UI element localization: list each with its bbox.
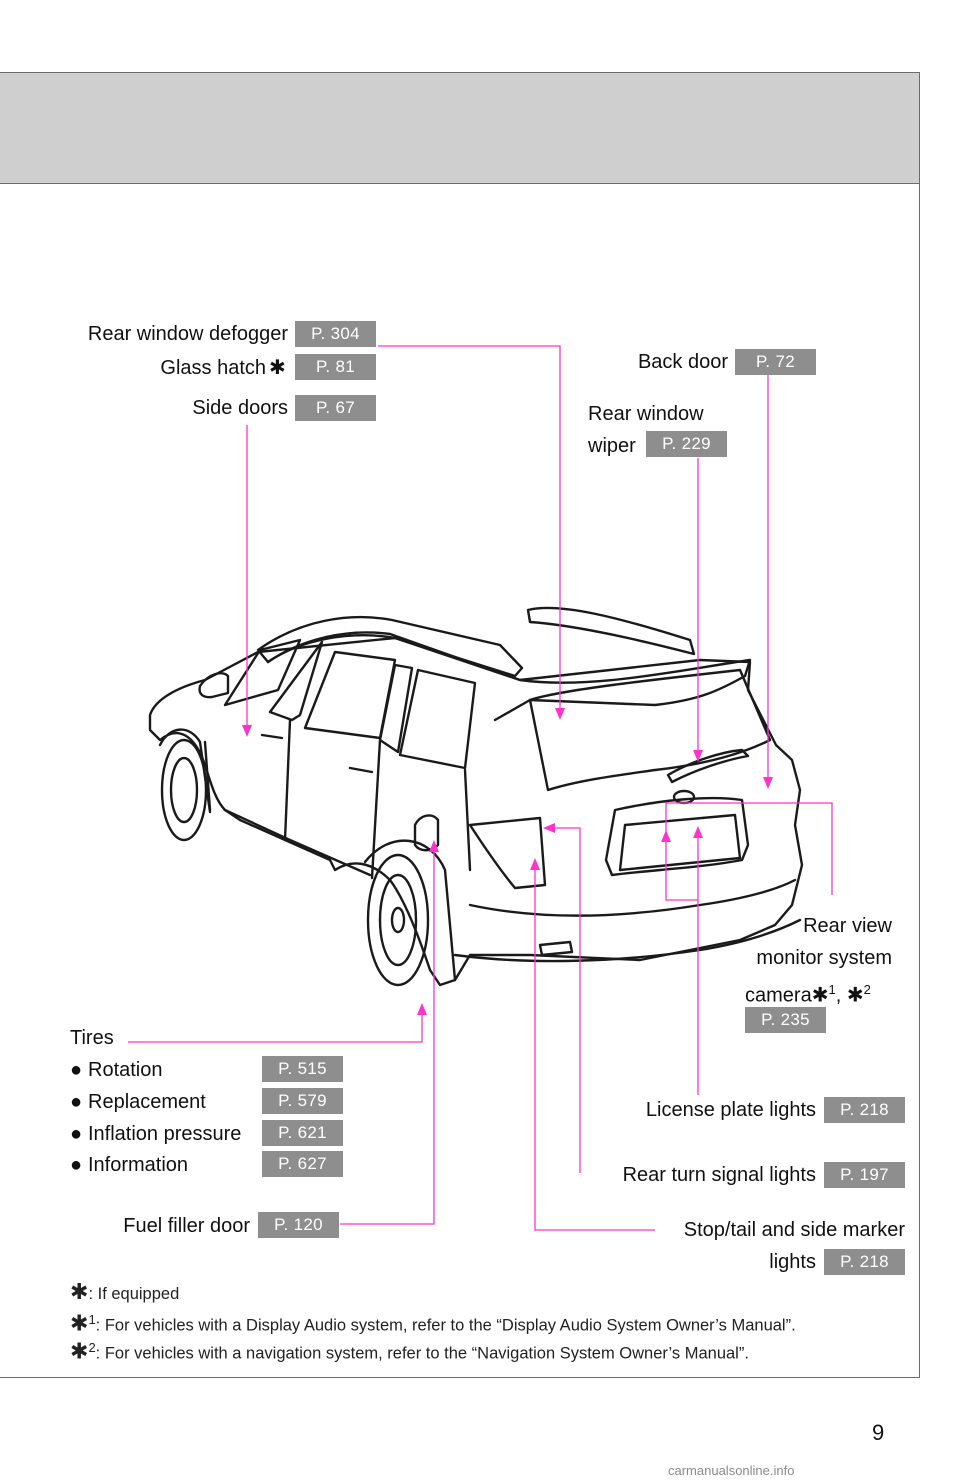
watermark: carmanualsonline.info [668, 1463, 795, 1478]
bullet-icon: ● [70, 1059, 83, 1081]
label-tires: Tires [70, 1027, 114, 1049]
page-ref-side-doors[interactable]: P. 67 [295, 395, 376, 421]
page-ref-back-door[interactable]: P. 72 [735, 349, 816, 375]
footnote-2-marker: 2 [88, 1340, 96, 1355]
bullet-icon: ● [70, 1123, 83, 1145]
label-rear-view-camera: camera [745, 984, 812, 1007]
footnote-ref-1: 1 [828, 982, 836, 997]
page-ref-rear-view[interactable]: P. 235 [745, 1007, 826, 1033]
label-fuel-filler-door: Fuel filler door [123, 1215, 250, 1237]
label-replacement: Replacement [88, 1091, 206, 1113]
frame-bottom-rule [0, 1377, 920, 1378]
label-glass-hatch: Glass hatch [160, 357, 266, 379]
star-icon: ✱ [846, 984, 864, 1007]
bullet-icon: ● [70, 1091, 83, 1113]
label-rear-view-line2: monitor system [756, 947, 892, 969]
footnote-2-text: : For vehicles with a navigation system,… [95, 1344, 749, 1363]
page-ref-rotation[interactable]: P. 515 [262, 1056, 343, 1082]
label-rear-turn-signal-lights: Rear turn signal lights [622, 1164, 816, 1186]
label-side-doors: Side doors [192, 397, 288, 419]
label-stop-tail-line2: lights [769, 1251, 816, 1273]
page-ref-fuel-filler-door[interactable]: P. 120 [258, 1212, 339, 1238]
label-back-door: Back door [637, 351, 728, 373]
label-inflation-pressure: Inflation pressure [88, 1123, 242, 1145]
page-ref-rear-window-wiper[interactable]: P. 229 [646, 431, 727, 457]
frame-right-rule [919, 72, 920, 1378]
label-rotation: Rotation [88, 1059, 163, 1081]
page-ref-replacement[interactable]: P. 579 [262, 1088, 343, 1114]
page-ref-rear-turn-signal-lights[interactable]: P. 197 [824, 1162, 905, 1188]
label-rear-window-wiper-line2: wiper [588, 435, 636, 457]
label-rear-view-line3: camera✱1, ✱2 [745, 978, 871, 1008]
bullet-icon: ● [70, 1154, 83, 1176]
star-icon: ✱ [70, 1310, 89, 1336]
footnote-1-text: : For vehicles with a Display Audio syst… [95, 1316, 796, 1335]
footnote-if-equipped: ✱: If equipped [70, 1279, 180, 1304]
comma: , [835, 984, 842, 1007]
footnote-1-marker: 1 [88, 1312, 96, 1327]
star-icon: ✱ [70, 1338, 89, 1364]
footnote-2: ✱2: For vehicles with a navigation syste… [70, 1338, 749, 1364]
footnote-ref-2: 2 [863, 982, 871, 997]
header-band [0, 72, 920, 184]
page-number: 9 [872, 1420, 885, 1445]
page-ref-glass-hatch[interactable]: P. 81 [295, 354, 376, 380]
label-stop-tail-line1: Stop/tail and side marker [683, 1219, 905, 1241]
star-icon: ✱ [811, 984, 829, 1007]
footnote-if-equipped-text: : If equipped [88, 1285, 180, 1303]
footnote-1: ✱1: For vehicles with a Display Audio sy… [70, 1310, 796, 1336]
label-rear-window-wiper-line1: Rear window [588, 403, 704, 425]
page-ref-rear-window-defogger[interactable]: P. 304 [295, 321, 376, 347]
page-ref-inflation-pressure[interactable]: P. 621 [262, 1120, 343, 1146]
label-license-plate-lights: License plate lights [645, 1099, 816, 1121]
label-information: Information [88, 1154, 189, 1176]
page-ref-stop-tail[interactable]: P. 218 [824, 1249, 905, 1275]
label-rear-window-defogger: Rear window defogger [87, 323, 288, 345]
star-icon: ✱ [70, 1279, 89, 1304]
label-rear-view-line1: Rear view [803, 915, 892, 937]
page-ref-license-plate-lights[interactable]: P. 218 [824, 1097, 905, 1123]
page-ref-information[interactable]: P. 627 [262, 1151, 343, 1177]
star-icon: ✱ [269, 357, 286, 379]
